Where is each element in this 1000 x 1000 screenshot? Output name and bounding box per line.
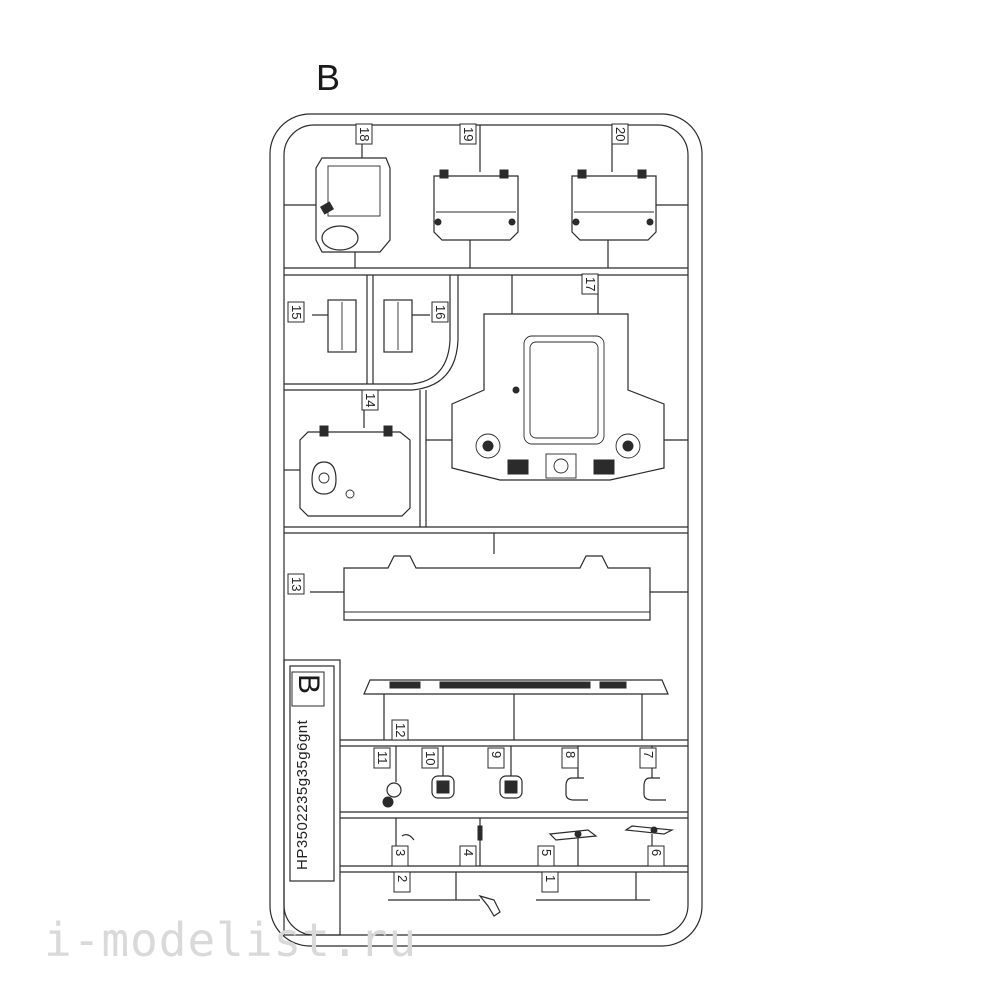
part-label-15: 15 (287, 301, 305, 323)
svg-text:4: 4 (461, 849, 476, 856)
part-label-20: 20 (611, 123, 629, 145)
part-17 (426, 275, 688, 481)
svg-text:1: 1 (543, 875, 558, 882)
part-label-16: 16 (431, 301, 449, 323)
frame-letter: B (292, 674, 325, 694)
part-15 (312, 299, 357, 353)
part-label-18: 18 (355, 123, 373, 145)
svg-text:14: 14 (363, 393, 378, 407)
part-label-10: 10 (421, 747, 439, 769)
sprue-code: HP3502235g35g6gnt (294, 719, 311, 870)
part-18 (284, 125, 391, 268)
svg-text:16: 16 (433, 305, 448, 319)
svg-text:7: 7 (641, 751, 656, 758)
part-label-11: 11 (373, 747, 391, 769)
part-label-13: 13 (287, 573, 305, 595)
svg-text:18: 18 (357, 127, 372, 141)
part-label-1: 1 (541, 871, 559, 893)
sprue-letter: B (316, 57, 340, 98)
svg-text:8: 8 (563, 751, 578, 758)
part-5 (548, 829, 598, 866)
part-1 (536, 872, 650, 901)
part-20 (571, 125, 688, 268)
part-label-7: 7 (639, 747, 657, 769)
part-label-3: 3 (391, 845, 409, 867)
svg-text:6: 6 (649, 849, 664, 856)
code-panel: B HP3502235g35g6gnt (283, 659, 341, 936)
part-label-2: 2 (393, 871, 411, 893)
svg-text:17: 17 (583, 277, 598, 291)
part-9 (499, 746, 523, 799)
part-label-5: 5 (537, 845, 555, 867)
svg-text:11: 11 (375, 751, 390, 765)
part-label-8: 8 (561, 747, 579, 769)
watermark: i-modelist.ru (44, 913, 417, 967)
part-label-17: 17 (581, 273, 599, 295)
part-label-14: 14 (361, 389, 379, 411)
part-14 (284, 390, 411, 517)
svg-text:3: 3 (393, 849, 408, 856)
part-label-12: 12 (391, 719, 409, 741)
part-19 (433, 125, 519, 268)
svg-text:12: 12 (393, 723, 408, 737)
part-4 (477, 818, 483, 866)
svg-text:9: 9 (489, 751, 504, 758)
part-label-4: 4 (459, 845, 477, 867)
part-11 (382, 746, 402, 808)
part-16 (383, 299, 430, 353)
part-number-labels: 18 19 20 17 15 16 14 13 (287, 123, 665, 893)
svg-text:2: 2 (395, 875, 410, 882)
part-10 (431, 746, 455, 799)
part-2 (388, 872, 501, 917)
part-12 (363, 679, 669, 740)
part-label-19: 19 (459, 123, 477, 145)
part-label-9: 9 (487, 747, 505, 769)
svg-text:20: 20 (613, 127, 628, 141)
svg-text:10: 10 (423, 751, 438, 765)
part-13 (310, 533, 688, 621)
svg-text:19: 19 (461, 127, 476, 141)
part-label-6: 6 (647, 845, 665, 867)
svg-text:5: 5 (539, 849, 554, 856)
svg-text:13: 13 (289, 577, 304, 591)
svg-text:15: 15 (289, 305, 304, 319)
sprue-frame (269, 113, 703, 947)
part-6 (624, 825, 675, 866)
